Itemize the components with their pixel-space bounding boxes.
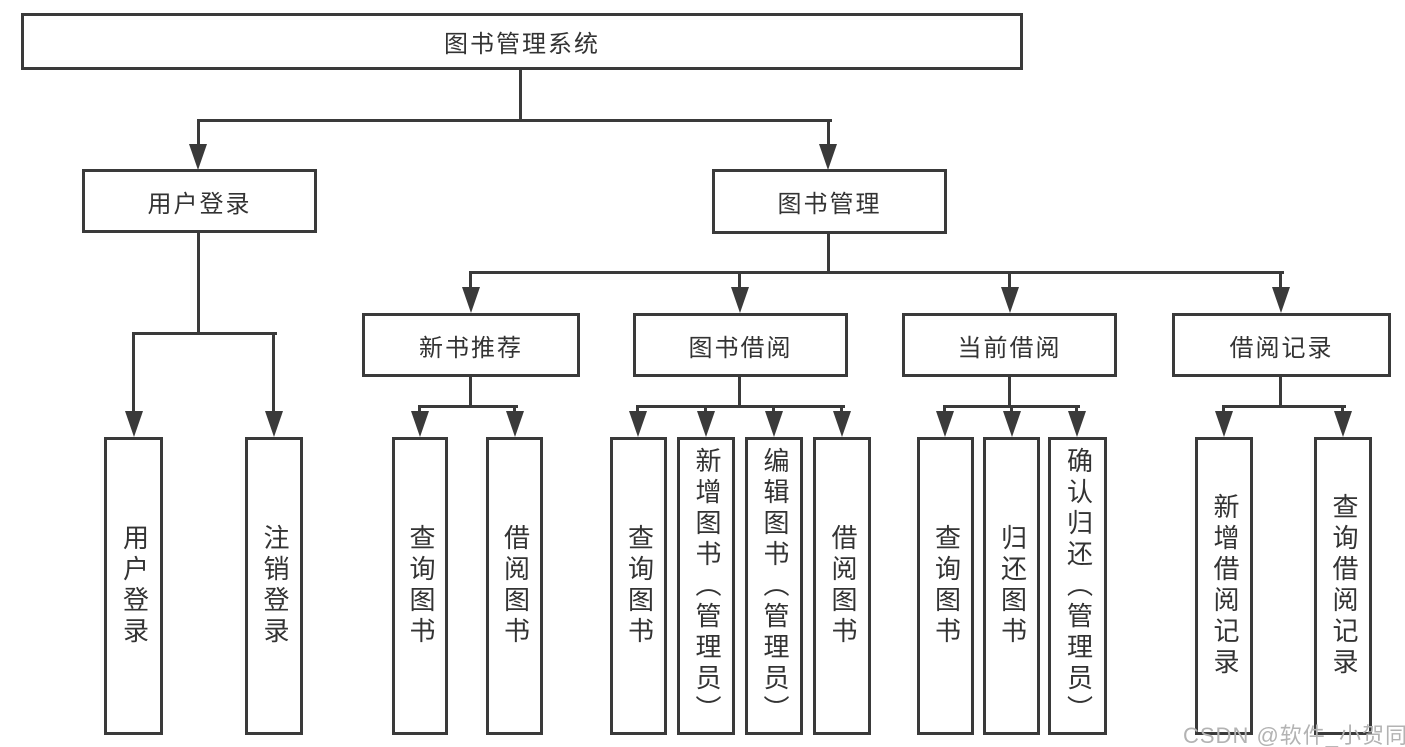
node-root-library-system: 图书管理系统 [21, 13, 1023, 70]
connector-line [469, 375, 472, 407]
arrow-down-icon [1068, 411, 1086, 437]
connector-line [827, 121, 830, 146]
connector-line [1008, 375, 1011, 407]
arrow-down-icon [1001, 287, 1019, 313]
connector-line [1279, 375, 1282, 407]
node-label: 查询图书 [624, 524, 655, 648]
connector-line [1010, 407, 1013, 413]
connector-line [636, 407, 639, 413]
leaf-return-books: 归还图书 [983, 437, 1040, 735]
node-label: 归还图书 [997, 524, 1028, 648]
arrow-down-icon [936, 411, 954, 437]
connector-line [418, 405, 518, 408]
leaf-query-books-current: 查询图书 [917, 437, 974, 735]
arrow-down-icon [765, 411, 783, 437]
connector-line [519, 68, 522, 121]
connector-line [197, 119, 832, 122]
node-label: 新增图书（管理员） [691, 446, 722, 726]
node-label: 编辑图书（管理员） [759, 446, 790, 726]
csdn-watermark: CSDN @软件_小贺同学 [1183, 723, 1405, 747]
leaf-user-login: 用户登录 [104, 437, 163, 735]
connector-line [738, 375, 741, 407]
leaf-borrow-books-recommend: 借阅图书 [486, 437, 543, 735]
node-label: 图书管理 [777, 191, 882, 218]
arrow-down-icon [833, 411, 851, 437]
node-label: 图书借阅 [688, 334, 793, 362]
arrow-down-icon [629, 411, 647, 437]
leaf-query-borrow-record: 查询借阅记录 [1314, 437, 1372, 735]
arrow-down-icon [411, 411, 429, 437]
arrow-down-icon [731, 287, 749, 313]
arrow-down-icon [1003, 411, 1021, 437]
connector-line [1279, 273, 1282, 287]
node-label: 借阅记录 [1229, 334, 1334, 362]
leaf-add-books-admin: 新增图书（管理员） [677, 437, 735, 735]
connector-line [827, 232, 830, 273]
arrow-down-icon [462, 287, 480, 313]
connector-line [1008, 273, 1011, 287]
node-borrow-records: 借阅记录 [1172, 313, 1391, 377]
node-label: 查询图书 [931, 524, 962, 648]
node-label: 查询图书 [405, 524, 436, 648]
node-label: 查询借阅记录 [1328, 493, 1359, 679]
node-current-borrow: 当前借阅 [902, 313, 1117, 377]
connector-line [943, 407, 946, 413]
connector-line [772, 407, 775, 413]
connector-line [738, 273, 741, 287]
leaf-add-borrow-record: 新增借阅记录 [1195, 437, 1253, 735]
leaf-query-books-recommend: 查询图书 [392, 437, 448, 735]
arrow-down-icon [1272, 287, 1290, 313]
connector-line [197, 121, 200, 146]
connector-line [418, 407, 421, 413]
connector-line [197, 231, 200, 334]
leaf-edit-books-admin: 编辑图书（管理员） [745, 437, 803, 735]
arrow-down-icon [697, 411, 715, 437]
connector-line [636, 405, 845, 408]
node-label: 图书管理系统 [444, 31, 600, 58]
node-user-login: 用户登录 [82, 169, 317, 233]
leaf-borrow-books: 借阅图书 [813, 437, 871, 735]
connector-line [272, 334, 275, 411]
connector-line [840, 407, 843, 413]
node-label: 用户登录 [119, 524, 150, 648]
leaf-confirm-return-admin: 确认归还（管理员） [1048, 437, 1107, 735]
connector-line [1075, 407, 1078, 413]
node-label: 注销登录 [259, 524, 290, 648]
arrow-down-icon [1334, 411, 1352, 437]
leaf-logout: 注销登录 [245, 437, 303, 735]
connector-line [1341, 407, 1344, 413]
arrow-down-icon [1215, 411, 1233, 437]
connector-line [132, 332, 277, 335]
connector-line [469, 273, 472, 287]
node-label: 用户登录 [147, 190, 252, 218]
node-label: 借阅图书 [500, 524, 531, 648]
connector-line [132, 334, 135, 411]
arrow-down-icon [819, 144, 837, 170]
node-label: 确认归还（管理员） [1063, 446, 1094, 726]
arrow-down-icon [265, 411, 283, 437]
connector-line [469, 271, 1284, 274]
arrow-down-icon [506, 411, 524, 437]
node-new-book-recommend: 新书推荐 [362, 313, 580, 377]
node-book-borrow: 图书借阅 [633, 313, 848, 377]
arrow-down-icon [189, 144, 207, 170]
arrow-down-icon [125, 411, 143, 437]
connector-line [513, 407, 516, 413]
connector-line [943, 405, 1080, 408]
node-book-management: 图书管理 [712, 169, 947, 234]
connector-line [704, 407, 707, 413]
leaf-query-books-borrow: 查询图书 [610, 437, 667, 735]
node-label: 当前借阅 [957, 334, 1062, 362]
connector-line [1222, 407, 1225, 413]
connector-line [1222, 405, 1346, 408]
node-label: 借阅图书 [827, 524, 858, 648]
node-label: 新书推荐 [419, 334, 523, 362]
node-label: 新增借阅记录 [1209, 493, 1240, 679]
